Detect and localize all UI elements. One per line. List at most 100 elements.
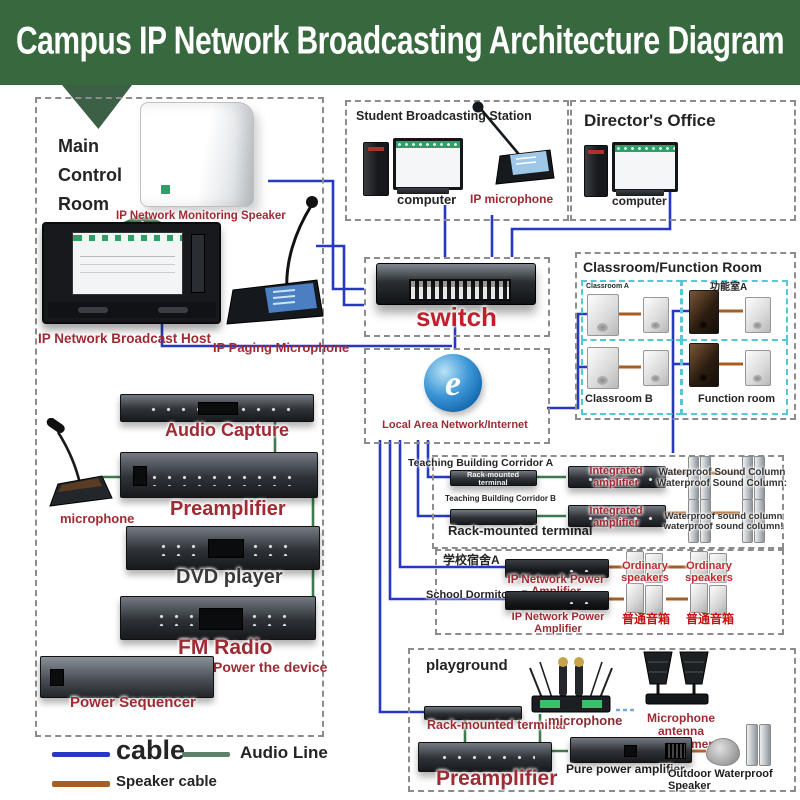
dormitory-box: [435, 549, 784, 635]
mini-speaker: [690, 551, 708, 581]
broadcast-host-sidebar: [190, 233, 205, 293]
dormitory-a-label: 学校宿舍A: [443, 553, 500, 567]
student-computer-label: computer: [397, 192, 457, 207]
function-a-label: 功能室A: [710, 282, 748, 293]
mini-speaker: [690, 583, 708, 613]
wireless-mic-image: [528, 652, 614, 714]
computer-keyboard: [397, 188, 449, 194]
classroom-b-speaker: [587, 347, 619, 389]
pure-amp-image: [570, 737, 692, 763]
computer-keyboard: [616, 190, 664, 196]
preamplifier-image: [120, 452, 318, 498]
sound-column-1-label: Waterproof Sound Column Waterproof Sound…: [656, 467, 788, 489]
rack-knobs: [434, 751, 536, 763]
paging-mic-image: [225, 192, 325, 332]
rack-knobs: [144, 470, 294, 486]
classroom-box: [575, 252, 796, 420]
dvd-player-label: DVD player: [176, 566, 283, 588]
classroom-b-label: Classroom B: [585, 393, 653, 405]
function-room-speaker: [689, 343, 719, 387]
teaching-building-box: [432, 455, 784, 549]
integrated-amp-2-image: [568, 505, 666, 527]
gooseneck-mic-icon: [226, 196, 324, 325]
director-computer-image: [584, 142, 679, 202]
switch-box: [364, 257, 550, 337]
main-control-room-title: Main Control Room: [58, 136, 122, 214]
outdoor-column-speaker: [746, 724, 758, 766]
teaching-terminal-2-image: [450, 509, 537, 525]
pure-amp-label: Pure power amplifier: [566, 762, 685, 776]
rack-display: [207, 538, 245, 559]
student-station-title: Student Broadcasting Station: [356, 109, 532, 123]
fm-radio-label: FM Radio: [178, 636, 273, 659]
lan-box: [364, 348, 550, 444]
rack-vent: [664, 743, 686, 759]
dorm-amp-1-image: [505, 559, 609, 578]
fm-radio-image: [120, 596, 316, 640]
switch-label: switch: [416, 302, 497, 332]
playground-mic-label: microphone: [548, 713, 623, 728]
function-a-speaker: [689, 290, 719, 334]
playground-preamp-label: Preamplifier: [436, 767, 558, 790]
broadcast-host-label: IP Network Broadcast Host: [38, 331, 212, 346]
rack-knobs: [580, 473, 654, 481]
classroom-a-speaker-2: [643, 297, 669, 333]
rack-buttons: [245, 609, 296, 627]
student-station-box: [345, 100, 569, 221]
teaching-terminal-1-image: [450, 470, 537, 486]
legend-audio-swatch: [182, 752, 230, 757]
internet-globe-icon: e: [424, 354, 482, 412]
ordinary-speakers-1-label: Ordinary speakers: [621, 560, 669, 584]
paging-mic-label: IP Paging Microphone: [213, 340, 350, 355]
computer-screen: [615, 145, 675, 189]
mini-speaker: [645, 585, 663, 615]
sound-column: [700, 499, 711, 543]
mini-speaker: [645, 553, 663, 583]
rack-switch: [49, 669, 64, 687]
switch-image: [376, 263, 536, 305]
rock-speaker-image: [706, 738, 740, 766]
audio-capture-image: [120, 394, 314, 422]
function-room-label: Function room: [698, 393, 775, 405]
teaching-terminal-overlay-label: Rack-mounted terminal: [466, 470, 520, 488]
broadcast-host-base: [47, 302, 216, 319]
rack-knobs: [562, 597, 599, 604]
antenna-paddles-icon: [643, 651, 709, 705]
main-control-room-box: [35, 97, 324, 737]
sound-column: [688, 499, 699, 543]
lan-label: Local Area Network/Internet: [382, 419, 528, 431]
corridor-a-label: Teaching Building Corridor A: [408, 457, 554, 469]
playground-terminal-label: Rack-mounted terminal: [427, 718, 566, 732]
integrated-amp-1-image: [568, 466, 666, 488]
desk-mic-icon: [46, 418, 113, 507]
rack-knobs: [580, 512, 654, 520]
computer-tower: [363, 142, 389, 196]
mini-speaker: [709, 585, 727, 615]
preamplifier-label: Preamplifier: [170, 498, 286, 520]
desk-mic-image: [40, 418, 120, 513]
rack-buttons: [246, 539, 296, 557]
title-banner: Campus IP Network Broadcasting Architect…: [0, 0, 800, 85]
playground-terminal-image: [424, 706, 522, 720]
ordinary-speakers-2-label: Ordinary speakers: [685, 560, 733, 584]
ordinary-speakers-1-cn: 普通音箱: [622, 612, 671, 626]
mini-speaker: [709, 553, 727, 583]
dorm-amp-2-image: [505, 591, 609, 610]
function-room-speaker-2: [745, 350, 771, 386]
dorm-amp-2-label: IP Network Power Amplifier: [511, 611, 605, 635]
legend-cable-label: cable: [116, 735, 186, 765]
desk-mic-label: microphone: [60, 511, 135, 526]
function-room-box: [681, 339, 788, 415]
director-computer-label: computer: [612, 194, 667, 208]
function-a-speaker-2: [745, 297, 771, 333]
ordinary-speakers-2-image: [690, 551, 728, 615]
playground-preamp-image: [418, 742, 552, 772]
rack-buttons: [152, 609, 195, 627]
switch-ports: [408, 279, 511, 301]
student-computer-image: [363, 138, 463, 200]
ordinary-speakers-2-cn: 普通音箱: [686, 612, 735, 626]
power-sequencer-image: [40, 656, 214, 698]
ordinary-speakers-1-image: [626, 551, 664, 615]
power-note-label: Power the device: [213, 659, 328, 675]
antenna-image: [636, 650, 716, 708]
